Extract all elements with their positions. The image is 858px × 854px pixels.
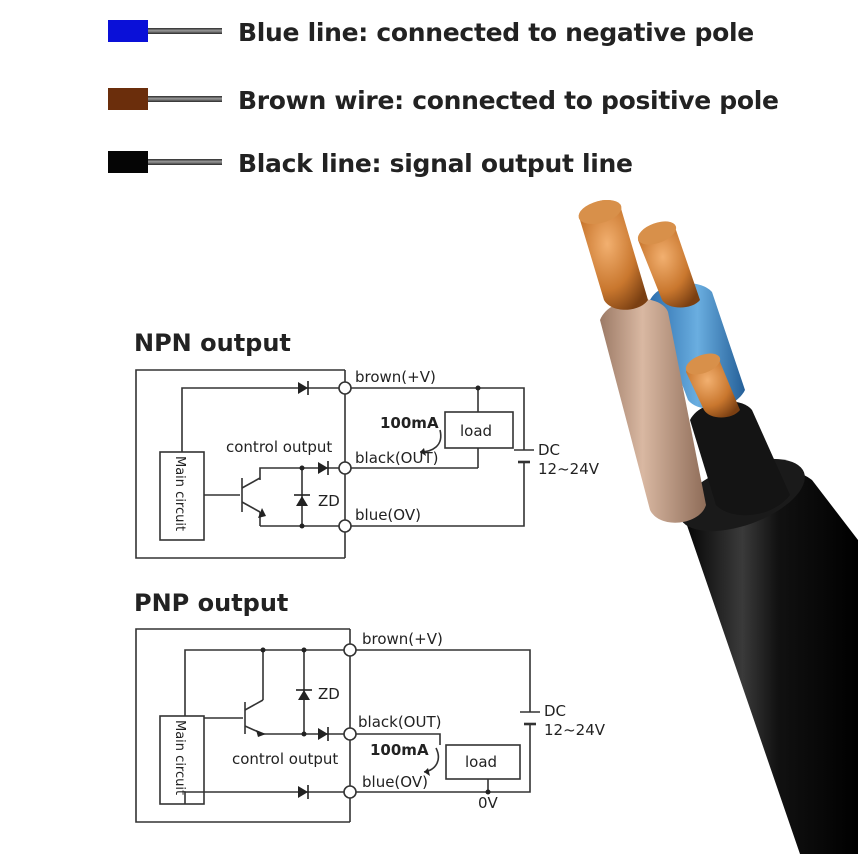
pnp-voltage-label: 12~24V bbox=[544, 721, 606, 739]
blue-wire-swatch bbox=[108, 20, 148, 42]
npn-current-label: 100mA bbox=[380, 414, 439, 432]
wire-lead-icon bbox=[148, 159, 222, 165]
pnp-zener-label: ZD bbox=[318, 685, 340, 703]
pnp-heading: PNP output bbox=[134, 589, 289, 617]
pnp-control-label: control output bbox=[232, 750, 338, 768]
npn-blue-label: blue(OV) bbox=[355, 506, 421, 524]
black-wire-swatch bbox=[108, 151, 148, 173]
legend-label-black: Black line: signal output line bbox=[238, 149, 633, 178]
npn-dc-label: DC bbox=[538, 441, 560, 459]
legend-label-brown: Brown wire: connected to positive pole bbox=[238, 86, 779, 115]
pnp-blue-label: blue(OV) bbox=[362, 773, 428, 791]
npn-load-label: load bbox=[460, 422, 492, 440]
pnp-current-label: 100mA bbox=[370, 741, 429, 759]
npn-heading: NPN output bbox=[134, 329, 291, 357]
tan-core bbox=[600, 298, 706, 523]
wire-lead-icon bbox=[148, 28, 222, 34]
npn-black-label: black(OUT) bbox=[355, 449, 438, 467]
pnp-ground-label: 0V bbox=[478, 794, 499, 812]
pnp-brown-label: brown(+V) bbox=[362, 630, 443, 648]
pnp-black-label: black(OUT) bbox=[358, 713, 441, 731]
legend-label-blue: Blue line: connected to negative pole bbox=[238, 18, 754, 47]
npn-main-circuit-label: Main circuit bbox=[172, 456, 187, 531]
pnp-main-circuit-label: Main circuit bbox=[172, 720, 187, 795]
npn-control-label: control output bbox=[226, 438, 332, 456]
npn-zener-label: ZD bbox=[318, 492, 340, 510]
pnp-dc-label: DC bbox=[544, 702, 566, 720]
wire-lead-icon bbox=[148, 96, 222, 102]
pnp-load-label: load bbox=[465, 753, 497, 771]
black-core bbox=[690, 401, 790, 516]
copper-strands bbox=[578, 199, 740, 418]
brown-wire-swatch bbox=[108, 88, 148, 110]
npn-voltage-label: 12~24V bbox=[538, 460, 600, 478]
npn-brown-label: brown(+V) bbox=[355, 368, 436, 386]
